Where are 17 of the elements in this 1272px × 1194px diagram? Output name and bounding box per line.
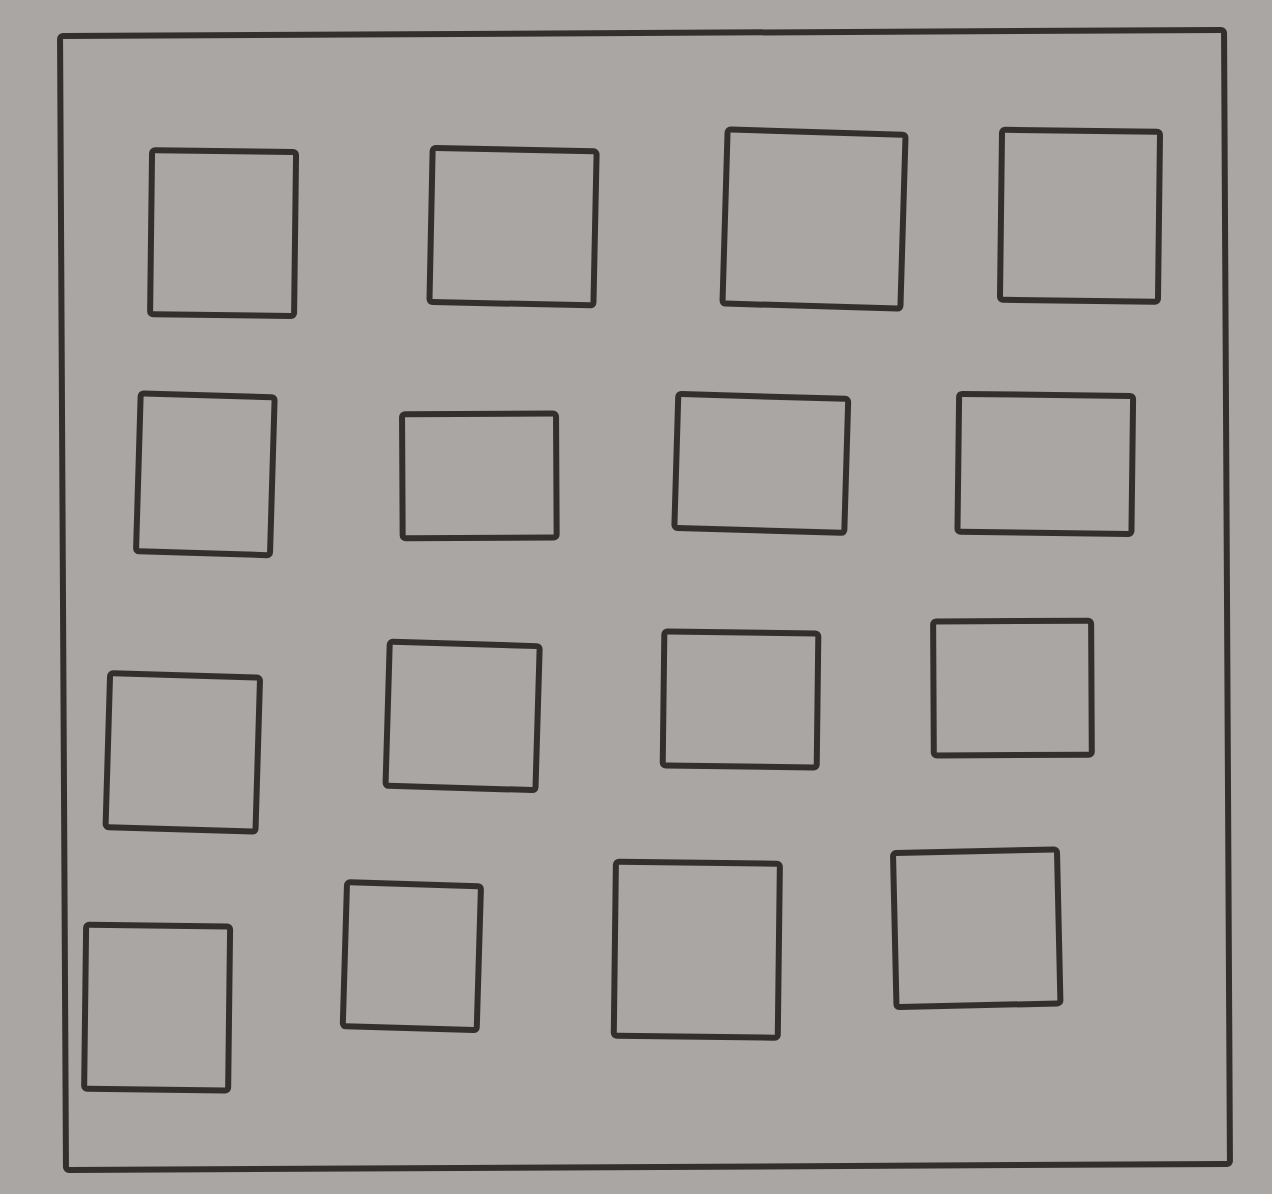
sketch-box [339,879,485,1034]
sketch-box [610,858,783,1041]
sketch-box [81,921,234,1094]
sketch-box [659,628,822,771]
sketch-box [954,390,1137,537]
sketch-box [889,846,1064,1011]
sketch-box [671,390,852,536]
sketch-box [719,126,909,312]
sketch-box [382,638,543,794]
frame-box [57,26,1233,1174]
sketch-box [132,390,278,559]
sketch-box [147,147,300,320]
sketch-box [996,126,1164,305]
sketch-box [399,410,560,542]
sketch-box [426,144,600,309]
sketch-box [930,617,1095,759]
sketch-box [102,670,264,835]
